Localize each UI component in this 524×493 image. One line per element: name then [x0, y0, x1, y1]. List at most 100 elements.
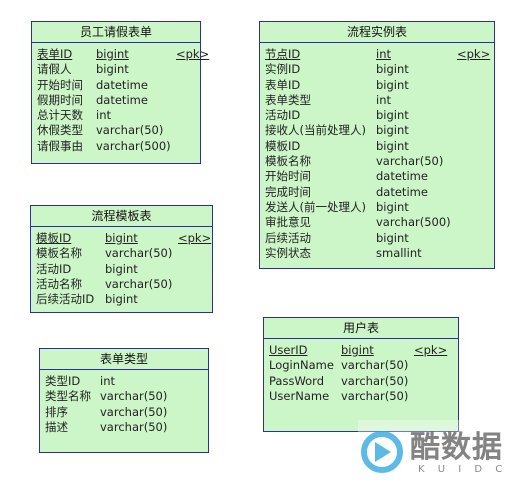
field-row[interactable]: 后续活动 bigint — [260, 231, 494, 246]
primary-key-marker: <pk> — [176, 47, 210, 61]
entity-title: 用户表 — [264, 318, 458, 339]
field-name: 开始时间 — [265, 169, 311, 184]
field-type: bigint — [105, 292, 138, 307]
field-row[interactable]: 类型名称 varchar(50) — [40, 389, 208, 404]
field-type: varchar(50) — [341, 388, 409, 403]
field-type: varchar(50) — [100, 389, 168, 404]
field-name: 接收人(当前处理人) — [265, 123, 366, 138]
field-row[interactable]: UserName varchar(50) — [264, 389, 458, 404]
field-row[interactable]: 模板名称 varchar(50) — [260, 154, 494, 169]
field-name: 类型ID — [45, 374, 81, 388]
field-row[interactable]: 开始时间 datetime — [260, 169, 494, 184]
field-type: bigint — [376, 230, 409, 245]
field-name: 休假类型 — [37, 123, 83, 138]
field-row[interactable]: 表单ID bigint <pk> — [32, 47, 209, 62]
field-name: 实例ID — [265, 62, 301, 77]
field-name: 完成时间 — [265, 184, 311, 199]
field-name: 请假事由 — [37, 138, 83, 153]
primary-key-marker: <pk> — [414, 343, 448, 357]
field-type: varchar(50) — [105, 276, 173, 291]
primary-key-marker: <pk> — [178, 231, 212, 245]
field-row[interactable]: 模板ID bigint — [260, 139, 494, 154]
field-row[interactable]: 请假事由 varchar(500) — [32, 139, 200, 154]
field-row[interactable]: 接收人(当前处理人)bigint — [260, 123, 494, 138]
field-type: datetime — [96, 92, 148, 107]
field-name: 发送人(前一处理人) — [265, 199, 366, 214]
field-row[interactable]: 休假类型 varchar(50) — [32, 123, 200, 138]
field-row[interactable]: 描述 varchar(50) — [40, 420, 208, 435]
field-name: 活动ID — [265, 108, 301, 123]
watermark-icon — [358, 420, 518, 486]
field-name: 模板ID — [36, 231, 72, 245]
field-type: bigint — [105, 261, 138, 276]
field-name: 后续活动 — [265, 230, 311, 245]
field-type: varchar(50) — [341, 358, 409, 373]
field-name: UserName — [269, 388, 330, 403]
field-name: 类型名称 — [45, 389, 91, 404]
field-name: 模板名称 — [265, 154, 311, 169]
field-type: varchar(500) — [96, 138, 171, 153]
field-type: int — [376, 47, 391, 61]
field-name: 实例状态 — [265, 245, 311, 260]
field-name: 总计天数 — [37, 108, 83, 123]
entity-title: 流程模板表 — [31, 206, 212, 227]
field-name: 模板ID — [265, 138, 301, 153]
field-type: bigint — [376, 77, 409, 92]
field-type: varchar(50) — [96, 123, 164, 138]
field-type: bigint — [96, 62, 129, 77]
field-type: varchar(50) — [105, 246, 173, 261]
field-type: datetime — [376, 169, 428, 184]
watermark-logo: 酷数据 K U I D C — [358, 420, 518, 486]
field-type: datetime — [96, 77, 148, 92]
field-row[interactable]: 发送人(前一处理人) bigint — [260, 200, 494, 215]
field-row[interactable]: LoginName varchar(50) — [264, 358, 458, 373]
field-type: bigint — [376, 199, 409, 214]
field-name: 模板名称 — [36, 246, 82, 261]
field-name: 排序 — [45, 404, 68, 419]
field-name: LoginName — [269, 358, 334, 373]
field-type: varchar(50) — [376, 154, 444, 169]
field-row[interactable]: 实例状态 smallint — [260, 246, 494, 261]
field-type: smallint — [376, 245, 422, 260]
field-type: varchar(50) — [100, 419, 168, 434]
field-name: 描述 — [45, 419, 68, 434]
field-type: bigint — [96, 47, 129, 61]
field-row[interactable]: 请假人 bigint — [32, 62, 200, 77]
field-type: int — [100, 374, 115, 388]
field-type: int — [376, 92, 391, 107]
field-row[interactable]: 模板名称 varchar(50) — [31, 246, 212, 261]
field-row[interactable]: 表单ID bigint — [260, 78, 494, 93]
field-name: 请假人 — [37, 62, 72, 77]
field-name: 表单ID — [265, 77, 301, 92]
field-type: bigint — [376, 138, 409, 153]
entity-title: 员工请假表单 — [32, 22, 200, 43]
field-row[interactable]: 类型ID int — [40, 374, 208, 389]
watermark-sub: K U I D C — [418, 464, 508, 475]
field-name: 表单ID — [37, 47, 73, 61]
field-name: UserID — [269, 343, 308, 357]
